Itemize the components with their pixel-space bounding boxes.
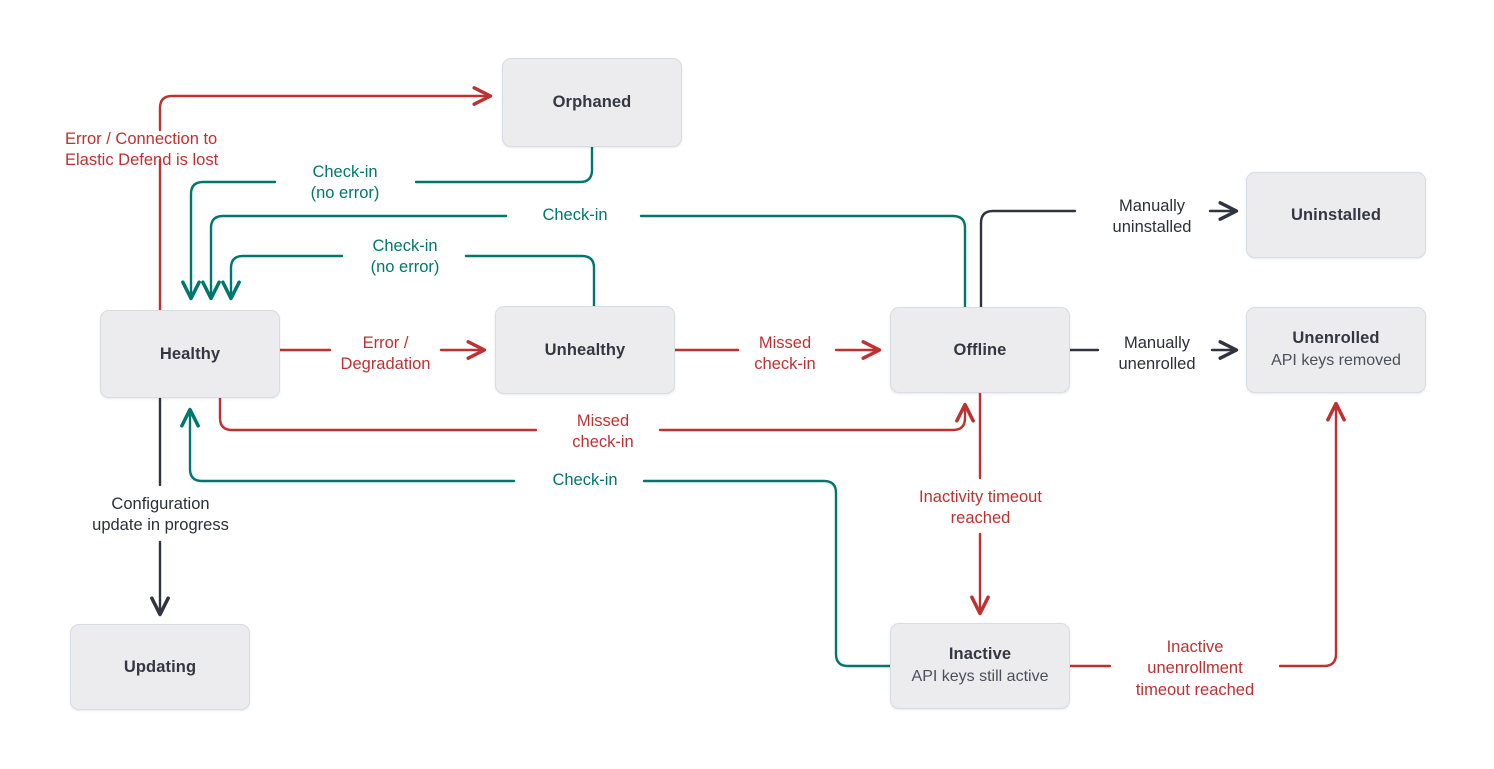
edge-label-unhealthy-to-offline: Missed check-in bbox=[754, 334, 816, 374]
edge-label-healthy-to-orphaned: Error / Connection to Elastic Defend is … bbox=[65, 130, 219, 170]
node-orphaned-title: Orphaned bbox=[552, 93, 632, 112]
edge-label-inactive-to-healthy: Check-in bbox=[552, 471, 618, 489]
node-unenrolled[interactable]: Unenrolled API keys removed bbox=[1246, 307, 1426, 393]
node-healthy-title: Healthy bbox=[159, 344, 221, 363]
edge-healthy-to-orphaned bbox=[158, 96, 490, 312]
node-uninstalled-title: Uninstalled bbox=[1290, 205, 1382, 224]
edge-offline-to-uninstalled bbox=[979, 211, 1236, 309]
edge-label-healthy-to-unhealthy: Error / Degradation bbox=[340, 334, 431, 374]
node-offline-title: Offline bbox=[953, 340, 1007, 359]
node-uninstalled[interactable]: Uninstalled bbox=[1246, 172, 1426, 258]
node-inactive-title: Inactive bbox=[948, 644, 1012, 663]
edge-label-offline-to-healthy: Check-in bbox=[542, 206, 608, 224]
edge-unhealthy-to-healthy bbox=[231, 254, 596, 308]
edge-label-unhealthy-to-healthy: Check-in (no error) bbox=[370, 237, 440, 277]
edge-label-healthy-to-offline: Missed check-in bbox=[572, 412, 634, 452]
edge-label-offline-to-uninstalled: Manually uninstalled bbox=[1112, 197, 1192, 237]
edge-inactive-to-healthy bbox=[190, 410, 892, 668]
node-inactive[interactable]: Inactive API keys still active bbox=[890, 623, 1070, 709]
node-unhealthy[interactable]: Unhealthy bbox=[495, 306, 675, 394]
edge-label-inactive-to-unenrolled: Inactive unenrollment timeout reached bbox=[1135, 638, 1255, 699]
node-unenrolled-subtitle: API keys removed bbox=[1271, 352, 1401, 370]
node-healthy[interactable]: Healthy bbox=[100, 310, 280, 398]
edge-label-offline-to-inactive: Inactivity timeout reached bbox=[919, 488, 1042, 528]
edge-label-orphaned-to-healthy: Check-in (no error) bbox=[310, 163, 380, 203]
node-updating[interactable]: Updating bbox=[70, 624, 250, 710]
edge-label-offline-to-unenrolled: Manually unenrolled bbox=[1118, 334, 1196, 374]
edge-inactive-to-unenrolled bbox=[1068, 404, 1336, 668]
node-offline[interactable]: Offline bbox=[890, 307, 1070, 393]
node-inactive-subtitle: API keys still active bbox=[911, 668, 1049, 686]
edge-orphaned-to-healthy bbox=[191, 145, 594, 298]
node-updating-title: Updating bbox=[123, 657, 197, 676]
edge-label-healthy-to-updating: Configuration update in progress bbox=[92, 495, 229, 535]
node-unenrolled-title: Unenrolled bbox=[1292, 328, 1380, 347]
node-unhealthy-title: Unhealthy bbox=[544, 340, 626, 359]
edge-offline-to-healthy bbox=[211, 214, 967, 309]
node-orphaned[interactable]: Orphaned bbox=[502, 58, 682, 147]
edge-healthy-to-offline bbox=[218, 396, 965, 432]
